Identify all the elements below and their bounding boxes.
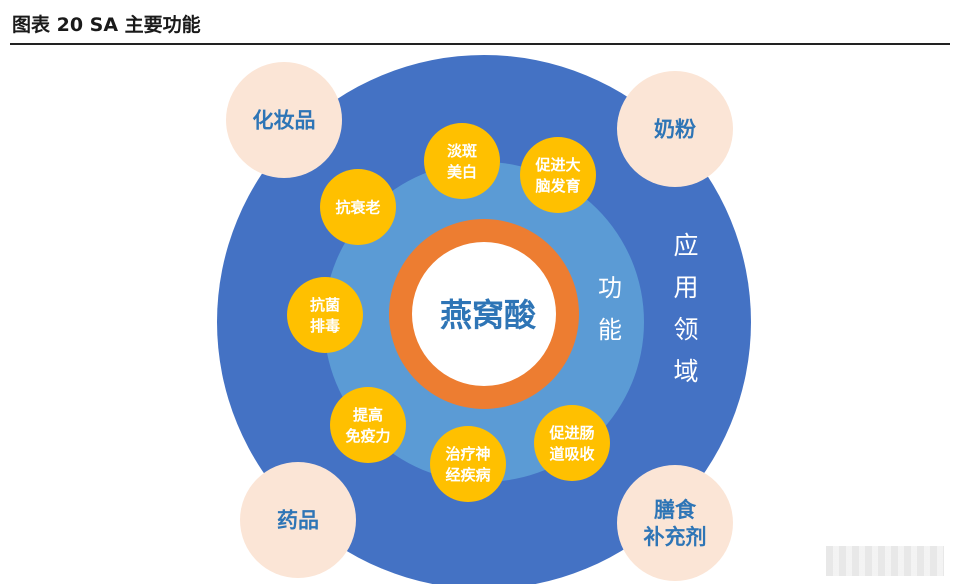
- function-circle-shape: [320, 169, 396, 245]
- function-label: 免疫力: [345, 427, 390, 445]
- function-ring-label-char: 能: [598, 316, 622, 344]
- application-circle-shape: [617, 71, 733, 187]
- function-circle-shape: [424, 123, 500, 199]
- figure-title: 图表 20 SA 主要功能: [12, 14, 201, 36]
- center-label: 燕窝酸: [440, 296, 537, 334]
- function-circle-shape: [330, 387, 406, 463]
- function-label: 道吸收: [549, 445, 594, 463]
- application-ring-label-char: 用: [673, 273, 698, 302]
- function-label: 经疾病: [445, 466, 490, 484]
- watermark-blur: [826, 546, 944, 576]
- function-circle: 抗衰老: [320, 169, 396, 245]
- function-circle-shape: [287, 277, 363, 353]
- application-circle: 化妆品: [226, 62, 342, 178]
- function-label: 抗菌: [310, 296, 340, 314]
- function-label: 抗衰老: [335, 198, 380, 216]
- function-circles: 淡斑美白促进大脑发育抗衰老抗菌排毒提高免疫力治疗神经疾病促进肠道吸收: [287, 123, 610, 502]
- application-ring-label: 应 用 领 域: [673, 231, 698, 386]
- function-label: 治疗神: [445, 445, 490, 463]
- application-label: 药品: [277, 509, 319, 533]
- application-circle-shape: [240, 462, 356, 578]
- function-label: 脑发育: [535, 177, 580, 195]
- function-ring-label-char: 功: [598, 274, 622, 302]
- function-label: 淡斑: [447, 142, 477, 160]
- application-circle: 奶粉: [617, 71, 733, 187]
- function-circle-shape: [520, 137, 596, 213]
- function-label: 提高: [353, 406, 383, 424]
- title-divider: [10, 43, 950, 45]
- application-circle: 药品: [240, 462, 356, 578]
- application-label: 膳食: [654, 498, 697, 522]
- function-circle-shape: [430, 426, 506, 502]
- function-label: 美白: [447, 163, 477, 181]
- application-circle-shape: [226, 62, 342, 178]
- function-circle-shape: [534, 405, 610, 481]
- application-ring-label-char: 应: [673, 231, 698, 260]
- function-label: 促进大: [534, 156, 580, 174]
- application-label: 补充剂: [643, 525, 707, 549]
- application-label: 化妆品: [253, 109, 316, 133]
- function-ring-label: 功 能: [598, 274, 622, 344]
- application-ring-label-char: 领: [673, 315, 698, 344]
- application-label: 奶粉: [654, 118, 696, 142]
- function-label: 排毒: [310, 317, 340, 335]
- application-ring-label-char: 域: [673, 357, 698, 386]
- function-label: 促进肠: [548, 424, 594, 442]
- center-circle: [412, 242, 556, 386]
- application-circle-shape: [617, 465, 733, 581]
